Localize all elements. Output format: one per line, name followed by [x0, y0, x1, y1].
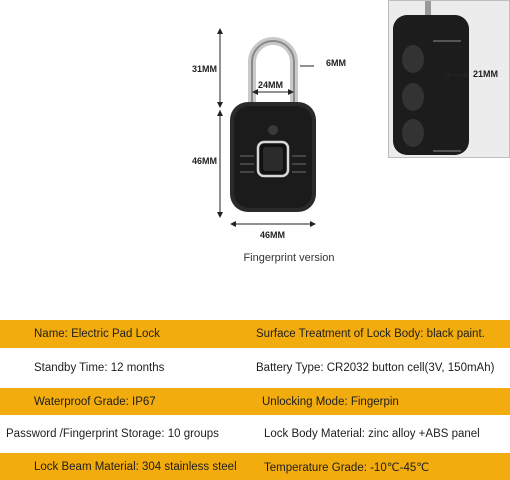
spec-surface-treatment: Surface Treatment of Lock Body: black pa…	[256, 328, 485, 340]
padlock-drawing	[230, 37, 316, 212]
body-width-label: 46MM	[260, 230, 286, 240]
spec-row-1: Name: Electric Pad Lock Surface Treatmen…	[0, 320, 510, 348]
spec-row-3: Waterproof Grade: IP67 Unlocking Mode: F…	[0, 388, 510, 415]
spec-unlocking-mode: Unlocking Mode: Fingerpin	[262, 395, 399, 408]
spec-row-2: Standby Time: 12 months Battery Type: CR…	[0, 348, 510, 388]
padlock-front-image: 31MM 6MM 24MM 46MM 46MM	[190, 18, 356, 246]
shackle-width-label: 24MM	[258, 80, 284, 90]
spec-name: Name: Electric Pad Lock	[34, 328, 160, 340]
spec-beam-material: Lock Beam Material: 304 stainless steel	[34, 460, 237, 473]
dimension-lines	[217, 28, 316, 227]
spec-row-4: Password /Fingerprint Storage: 10 groups…	[0, 415, 510, 453]
product-caption: Fingerprint version	[243, 252, 335, 264]
spec-waterproof-grade: Waterproof Grade: IP67	[34, 395, 156, 408]
body-height-label: 46MM	[192, 156, 218, 166]
shackle-height-label: 31MM	[192, 64, 218, 74]
spec-temperature-grade: Temperature Grade: -10℃-45℃	[264, 461, 430, 474]
spec-standby-time: Standby Time: 12 months	[34, 362, 165, 374]
padlock-side-image: 21MM	[388, 0, 510, 158]
shackle-thickness-label: 6MM	[326, 58, 346, 68]
padlock-side-drawing	[393, 1, 469, 155]
spec-storage: Password /Fingerprint Storage: 10 groups	[6, 428, 219, 440]
spec-battery-type: Battery Type: CR2032 button cell(3V, 150…	[256, 362, 495, 374]
spec-row-5: Lock Beam Material: 304 stainless steel …	[0, 453, 510, 480]
spec-body-material: Lock Body Material: zinc alloy +ABS pane…	[264, 428, 480, 440]
body-depth-label: 21MM	[473, 69, 499, 79]
